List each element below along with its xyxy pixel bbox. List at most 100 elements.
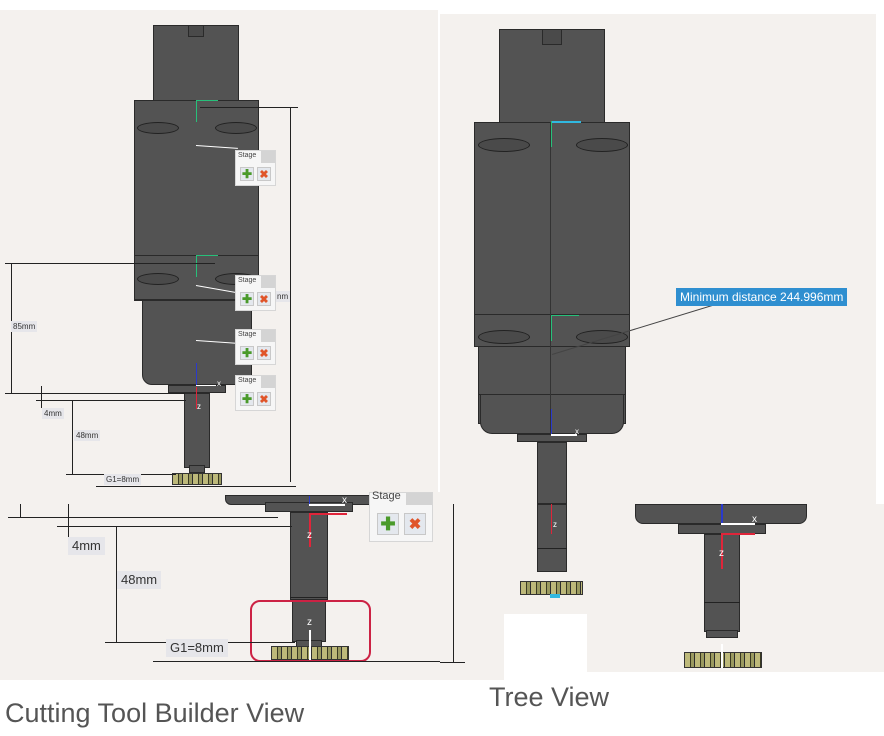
tree-view-caption: Tree View xyxy=(489,682,610,712)
stage-tab xyxy=(261,330,275,342)
stage-title: Stage xyxy=(372,490,401,502)
axis-label-x: x xyxy=(575,427,579,436)
plus-icon: ✚ xyxy=(241,346,253,360)
clamp-slot xyxy=(215,122,257,134)
tool-neck xyxy=(189,465,205,473)
dim-extension xyxy=(5,393,185,394)
dim-line-4 xyxy=(68,504,69,554)
axis-marker xyxy=(309,630,311,660)
axis-marker xyxy=(196,255,218,256)
stage-popup[interactable]: Stage ✚ ✖ xyxy=(235,329,276,365)
x-icon: ✖ xyxy=(259,347,269,360)
body-separator xyxy=(474,314,630,315)
stem-step xyxy=(537,548,567,549)
center-line xyxy=(550,122,551,434)
axis-marker xyxy=(551,315,552,341)
insert-highlight xyxy=(250,600,371,662)
insert-marker xyxy=(550,594,560,598)
stage-popup[interactable]: Stage ✚ ✖ xyxy=(235,150,276,186)
stage-popup[interactable]: Stage ✚ ✖ xyxy=(235,275,276,311)
dimension-48mm: 48mm xyxy=(74,430,101,441)
x-icon: ✖ xyxy=(408,516,422,533)
axis-label-z: z xyxy=(553,520,557,529)
dim-line-48 xyxy=(72,400,73,474)
dimension-overall-partial: nm xyxy=(275,291,291,302)
clamp-slot xyxy=(576,138,628,152)
x-icon: ✖ xyxy=(259,168,269,181)
tool-stem xyxy=(184,393,210,468)
axis-marker-z xyxy=(309,496,310,504)
clamp-slot xyxy=(137,273,179,285)
axis-label-z: z xyxy=(307,617,312,628)
tree-zoom-viewport[interactable]: x z xyxy=(587,504,884,672)
remove-stage-button[interactable]: ✖ xyxy=(404,513,426,535)
add-stage-button[interactable]: ✚ xyxy=(240,167,254,181)
stage-title: Stage xyxy=(238,152,257,159)
axis-marker xyxy=(196,255,197,277)
clamp-slot xyxy=(478,138,530,152)
x-icon: ✖ xyxy=(259,393,269,406)
stage-popup[interactable]: Stage ✚ ✖ xyxy=(369,490,433,542)
x-icon: ✖ xyxy=(259,293,269,306)
axis-marker-z xyxy=(196,363,197,385)
tree-viewport[interactable]: x Minimum distance 244.996mm xyxy=(440,14,876,504)
dimension-85mm: 85mm xyxy=(11,321,38,332)
builder-viewport-upper[interactable]: x z 85mm 4mm 48mm G1=8mm nm Stage ✚ ✖ St… xyxy=(0,10,438,492)
axis-marker xyxy=(309,513,347,515)
axis-label-z: z xyxy=(719,548,724,559)
axis-marker xyxy=(721,533,755,535)
axis-label-x: x xyxy=(752,514,757,525)
cutter-insert xyxy=(172,473,222,485)
builder-viewport-zoom[interactable]: x z z 4mm 48mm G1=8mm Stage ✚ ✖ xyxy=(0,490,470,680)
axis-label-z: z xyxy=(197,402,201,411)
axis-marker xyxy=(551,504,552,534)
remove-stage-button[interactable]: ✖ xyxy=(257,392,271,406)
dimension-4mm: 4mm xyxy=(68,537,105,555)
dim-extension xyxy=(36,400,186,401)
axis-marker xyxy=(196,387,197,409)
stage-tab xyxy=(261,276,275,288)
dimension-g1: G1=8mm xyxy=(104,474,142,485)
axis-marker xyxy=(721,644,723,668)
stage-popup[interactable]: Stage ✚ ✖ xyxy=(235,375,276,411)
add-stage-button[interactable]: ✚ xyxy=(377,513,399,535)
add-stage-button[interactable]: ✚ xyxy=(240,392,254,406)
add-stage-button[interactable]: ✚ xyxy=(240,346,254,360)
minimum-distance-callout: Minimum distance 244.996mm xyxy=(676,288,848,306)
dim-extension xyxy=(440,662,465,663)
axis-marker xyxy=(551,315,579,316)
dim-extension xyxy=(153,661,466,662)
plus-icon: ✚ xyxy=(380,513,396,534)
remove-stage-button[interactable]: ✖ xyxy=(257,346,271,360)
axis-label-x: x xyxy=(217,379,221,388)
add-stage-button[interactable]: ✚ xyxy=(240,292,254,306)
axis-marker-x xyxy=(309,504,345,506)
shank-notch xyxy=(542,29,562,45)
cutter-insert xyxy=(520,581,583,595)
axis-marker-x xyxy=(551,434,577,436)
dim-extension xyxy=(8,517,278,518)
axis-label-x: x xyxy=(342,495,347,506)
tool-stem xyxy=(537,442,567,504)
dim-line-4 xyxy=(41,386,42,408)
plus-icon: ✚ xyxy=(241,167,253,181)
axis-marker-z xyxy=(721,504,723,524)
shank-notch xyxy=(188,25,204,37)
dimension-48mm: 48mm xyxy=(117,571,162,589)
dim-arrow xyxy=(20,504,21,517)
stage-tab xyxy=(261,151,275,163)
remove-stage-button[interactable]: ✖ xyxy=(257,292,271,306)
axis-marker-x xyxy=(196,385,216,386)
tool-body xyxy=(474,122,630,347)
remove-stage-button[interactable]: ✖ xyxy=(257,167,271,181)
dim-extension xyxy=(96,486,296,487)
dimension-g1: G1=8mm xyxy=(166,639,228,657)
stem-step xyxy=(704,602,740,603)
builder-view-caption: Cutting Tool Builder View xyxy=(5,698,305,728)
dim-line-overall xyxy=(453,504,454,672)
tree-viewport-gap xyxy=(440,614,504,680)
axis-marker xyxy=(551,121,552,147)
stage-title: Stage xyxy=(238,377,257,384)
axis-marker-z xyxy=(551,409,552,435)
stage-tab xyxy=(406,493,432,505)
